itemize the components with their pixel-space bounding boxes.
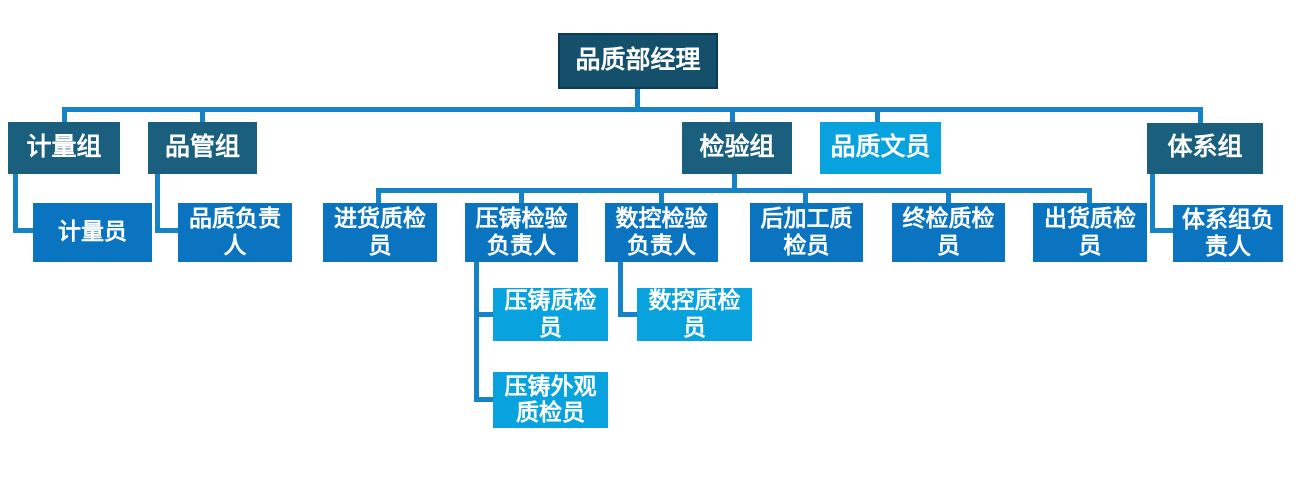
connector-drop-quality-clerk bbox=[875, 110, 880, 122]
connector-die-casting-appearance-h bbox=[474, 397, 493, 402]
connector-qc-elbow-h bbox=[155, 228, 178, 233]
org-node-cnc-inspector: 数控质检员 bbox=[637, 288, 752, 341]
connector-die-casting-chain-v bbox=[474, 262, 479, 402]
connector-drop-shipping bbox=[1087, 191, 1092, 203]
org-node-metrology-group: 计量组 bbox=[8, 122, 120, 174]
connector-level3-bus bbox=[376, 188, 1092, 193]
connector-drop-inspection-group bbox=[730, 110, 735, 122]
org-node-system-group-lead: 体系组负责人 bbox=[1173, 205, 1283, 262]
org-node-die-casting-inspector: 压铸质检员 bbox=[493, 288, 608, 341]
org-node-post-processing-inspector: 后加工质检员 bbox=[750, 203, 863, 262]
connector-qc-elbow-v bbox=[155, 174, 160, 233]
connector-drop-system-group bbox=[1198, 110, 1203, 123]
org-node-incoming-inspector: 进货质检员 bbox=[323, 203, 437, 262]
connector-cnc-elbow-v bbox=[618, 262, 623, 317]
connector-manager-trunk bbox=[635, 87, 640, 112]
connector-inspection-trunk bbox=[732, 174, 737, 193]
org-node-quality-dept-manager: 品质部经理 bbox=[558, 33, 718, 89]
org-node-die-casting-inspection-lead: 压铸检验负责人 bbox=[465, 203, 578, 262]
connector-drop-qc-group bbox=[200, 110, 205, 122]
connector-cnc-elbow-h bbox=[618, 312, 637, 317]
org-node-final-inspector: 终检质检员 bbox=[892, 203, 1005, 262]
connector-metrology-elbow-h bbox=[13, 228, 33, 233]
org-node-quality-clerk: 品质文员 bbox=[820, 122, 941, 174]
connector-drop-final-inspection bbox=[946, 191, 951, 203]
connector-system-elbow-v bbox=[1150, 174, 1155, 233]
org-node-quality-control-group: 品管组 bbox=[148, 122, 257, 174]
org-node-die-casting-appearance-inspector: 压铸外观质检员 bbox=[493, 372, 608, 428]
connector-system-elbow-h bbox=[1150, 228, 1173, 233]
org-node-cnc-inspection-lead: 数控检验负责人 bbox=[605, 203, 718, 262]
connector-drop-post-processing bbox=[803, 191, 808, 203]
org-node-system-group: 体系组 bbox=[1147, 123, 1263, 174]
org-node-metrology-staff: 计量员 bbox=[33, 203, 152, 262]
connector-drop-cnc-lead bbox=[659, 191, 664, 203]
connector-drop-incoming bbox=[376, 191, 381, 203]
org-node-quality-lead: 品质负责人 bbox=[178, 203, 292, 262]
org-node-inspection-group: 检验组 bbox=[682, 122, 792, 174]
connector-drop-metrology-group bbox=[62, 110, 67, 122]
connector-metrology-elbow-v bbox=[13, 174, 18, 233]
connector-level2-bus bbox=[62, 107, 1203, 112]
connector-die-casting-branch-h bbox=[474, 312, 493, 317]
connector-drop-die-casting-lead bbox=[519, 191, 524, 203]
org-node-shipping-inspector: 出货质检员 bbox=[1033, 203, 1147, 262]
